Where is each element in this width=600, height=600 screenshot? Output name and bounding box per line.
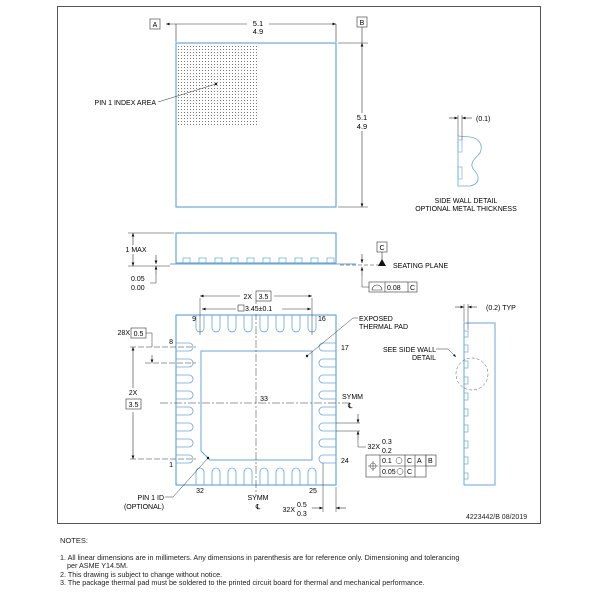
pin1-id-label-2: (OPTIONAL) — [124, 504, 164, 511]
top-width-min: 4.9 — [253, 27, 263, 36]
side-view: 1 MAX 0.05 0.00 C SEATING PLANE 0.08 C — [120, 232, 448, 293]
v-span-count: 2X — [129, 390, 138, 397]
top-height-min: 4.9 — [357, 122, 367, 131]
symm-right-label: SYMM — [342, 394, 363, 401]
pin-17-label: 17 — [341, 345, 349, 352]
exposed-pad-label-2: THERMAL PAD — [359, 324, 408, 331]
symm-bottom-label: SYMM — [248, 495, 269, 502]
flatness-value: 0.08 — [387, 285, 401, 292]
pin-24-label: 24 — [341, 458, 349, 465]
bottom-view: 33 9 16 8 17 1 24 32 25 2X 3.5 3.45±0.1 … — [118, 290, 437, 518]
fcf-row1-tol: 0.1 — [382, 458, 392, 465]
note-3: 3. The package thermal pad must be solde… — [60, 578, 425, 588]
h-span-count: 2X — [243, 294, 252, 301]
seating-plane-label: SEATING PLANE — [393, 263, 448, 270]
pin-32-label: 32 — [196, 488, 204, 495]
lead-width-max: 0.3 — [382, 439, 392, 446]
height-max-label: 1 MAX — [125, 247, 146, 254]
lead-width-min: 0.2 — [382, 448, 392, 455]
see-detail-label-2: DETAIL — [412, 355, 436, 362]
top-height-max: 5.1 — [357, 113, 367, 122]
pin-9-label: 9 — [192, 316, 196, 323]
lead-len-min: 0.3 — [297, 511, 307, 518]
notes-title: NOTES: — [60, 536, 88, 545]
h-span-value: 3.5 — [259, 294, 269, 301]
flatness-icon — [371, 284, 383, 291]
fcf-row1-datum2: A — [417, 458, 422, 465]
document-id: 4223442/B 08/2019 — [466, 514, 528, 521]
notes-section: NOTES: 1. All linear dimensions are in m… — [60, 536, 460, 588]
pin-33-label: 33 — [260, 396, 268, 403]
datum-c: C — [379, 245, 384, 252]
fcf-row2-tol: 0.05 — [382, 469, 396, 476]
pin-16-label: 16 — [318, 316, 326, 323]
lead-len-count: 32X — [283, 507, 296, 514]
note-1-cont: per ASME Y14.5M. — [67, 561, 128, 571]
flatness-datum: C — [410, 285, 415, 292]
pin1-index-area — [177, 44, 259, 126]
standoff-min: 0.00 — [131, 285, 145, 292]
position-icon — [368, 461, 378, 471]
pin-25-label: 25 — [309, 488, 317, 495]
top-view: 5.1 4.9 A B 5.1 4.9 PIN 1 INDEX AREA — [95, 16, 372, 208]
end-view: (0.2) TYP SEE SIDE WALL DETAIL — [383, 304, 516, 486]
side-wall-title-1: SIDE WALL DETAIL — [435, 198, 498, 205]
pin-1-label: 1 — [169, 462, 173, 469]
standoff-max: 0.05 — [131, 276, 145, 283]
v-span-value: 3.5 — [129, 402, 139, 409]
centerline-right-icon: ℄ — [347, 403, 353, 410]
square-symbol-icon — [237, 304, 245, 312]
drawing-frame — [57, 6, 541, 524]
lead-width-count: 32X — [368, 444, 381, 451]
pitch-value: 0.5 — [134, 331, 144, 338]
pin1-index-label: PIN 1 INDEX AREA — [95, 100, 157, 107]
note-2: 2. This drawing is subject to change wit… — [60, 569, 223, 579]
top-width-max: 5.1 — [253, 19, 263, 28]
note-1: 1. All linear dimensions are in millimet… — [60, 552, 460, 562]
pitch-count: 28X — [118, 330, 131, 337]
centerline-bottom-icon: ℄ — [255, 504, 261, 511]
pad-size: 3.45±0.1 — [245, 306, 272, 313]
lead-len-max: 0.5 — [297, 502, 307, 509]
see-detail-label-1: SEE SIDE WALL — [383, 347, 436, 354]
fcf-row2-datum1: C — [407, 469, 412, 476]
fcf-row1-datum3: B — [428, 458, 433, 465]
datum-b: B — [360, 20, 365, 27]
side-wall-dim: (0.1) — [476, 116, 490, 123]
side-wall-title-2: OPTIONAL METAL THICKNESS — [415, 206, 517, 213]
exposed-pad-label-1: EXPOSED — [359, 316, 393, 323]
datum-a: A — [153, 22, 158, 29]
end-view-dim: (0.2) TYP — [486, 305, 516, 312]
pin-8-label: 8 — [169, 339, 173, 346]
fcf-row1-datum1: C — [407, 458, 412, 465]
pin1-id-label-1: PIN 1 ID — [138, 495, 164, 502]
lmc-icon — [395, 457, 403, 464]
side-wall-detail: (0.1) SIDE WALL DETAIL OPTIONAL METAL TH… — [415, 115, 517, 213]
lmc-icon-2 — [396, 468, 404, 475]
